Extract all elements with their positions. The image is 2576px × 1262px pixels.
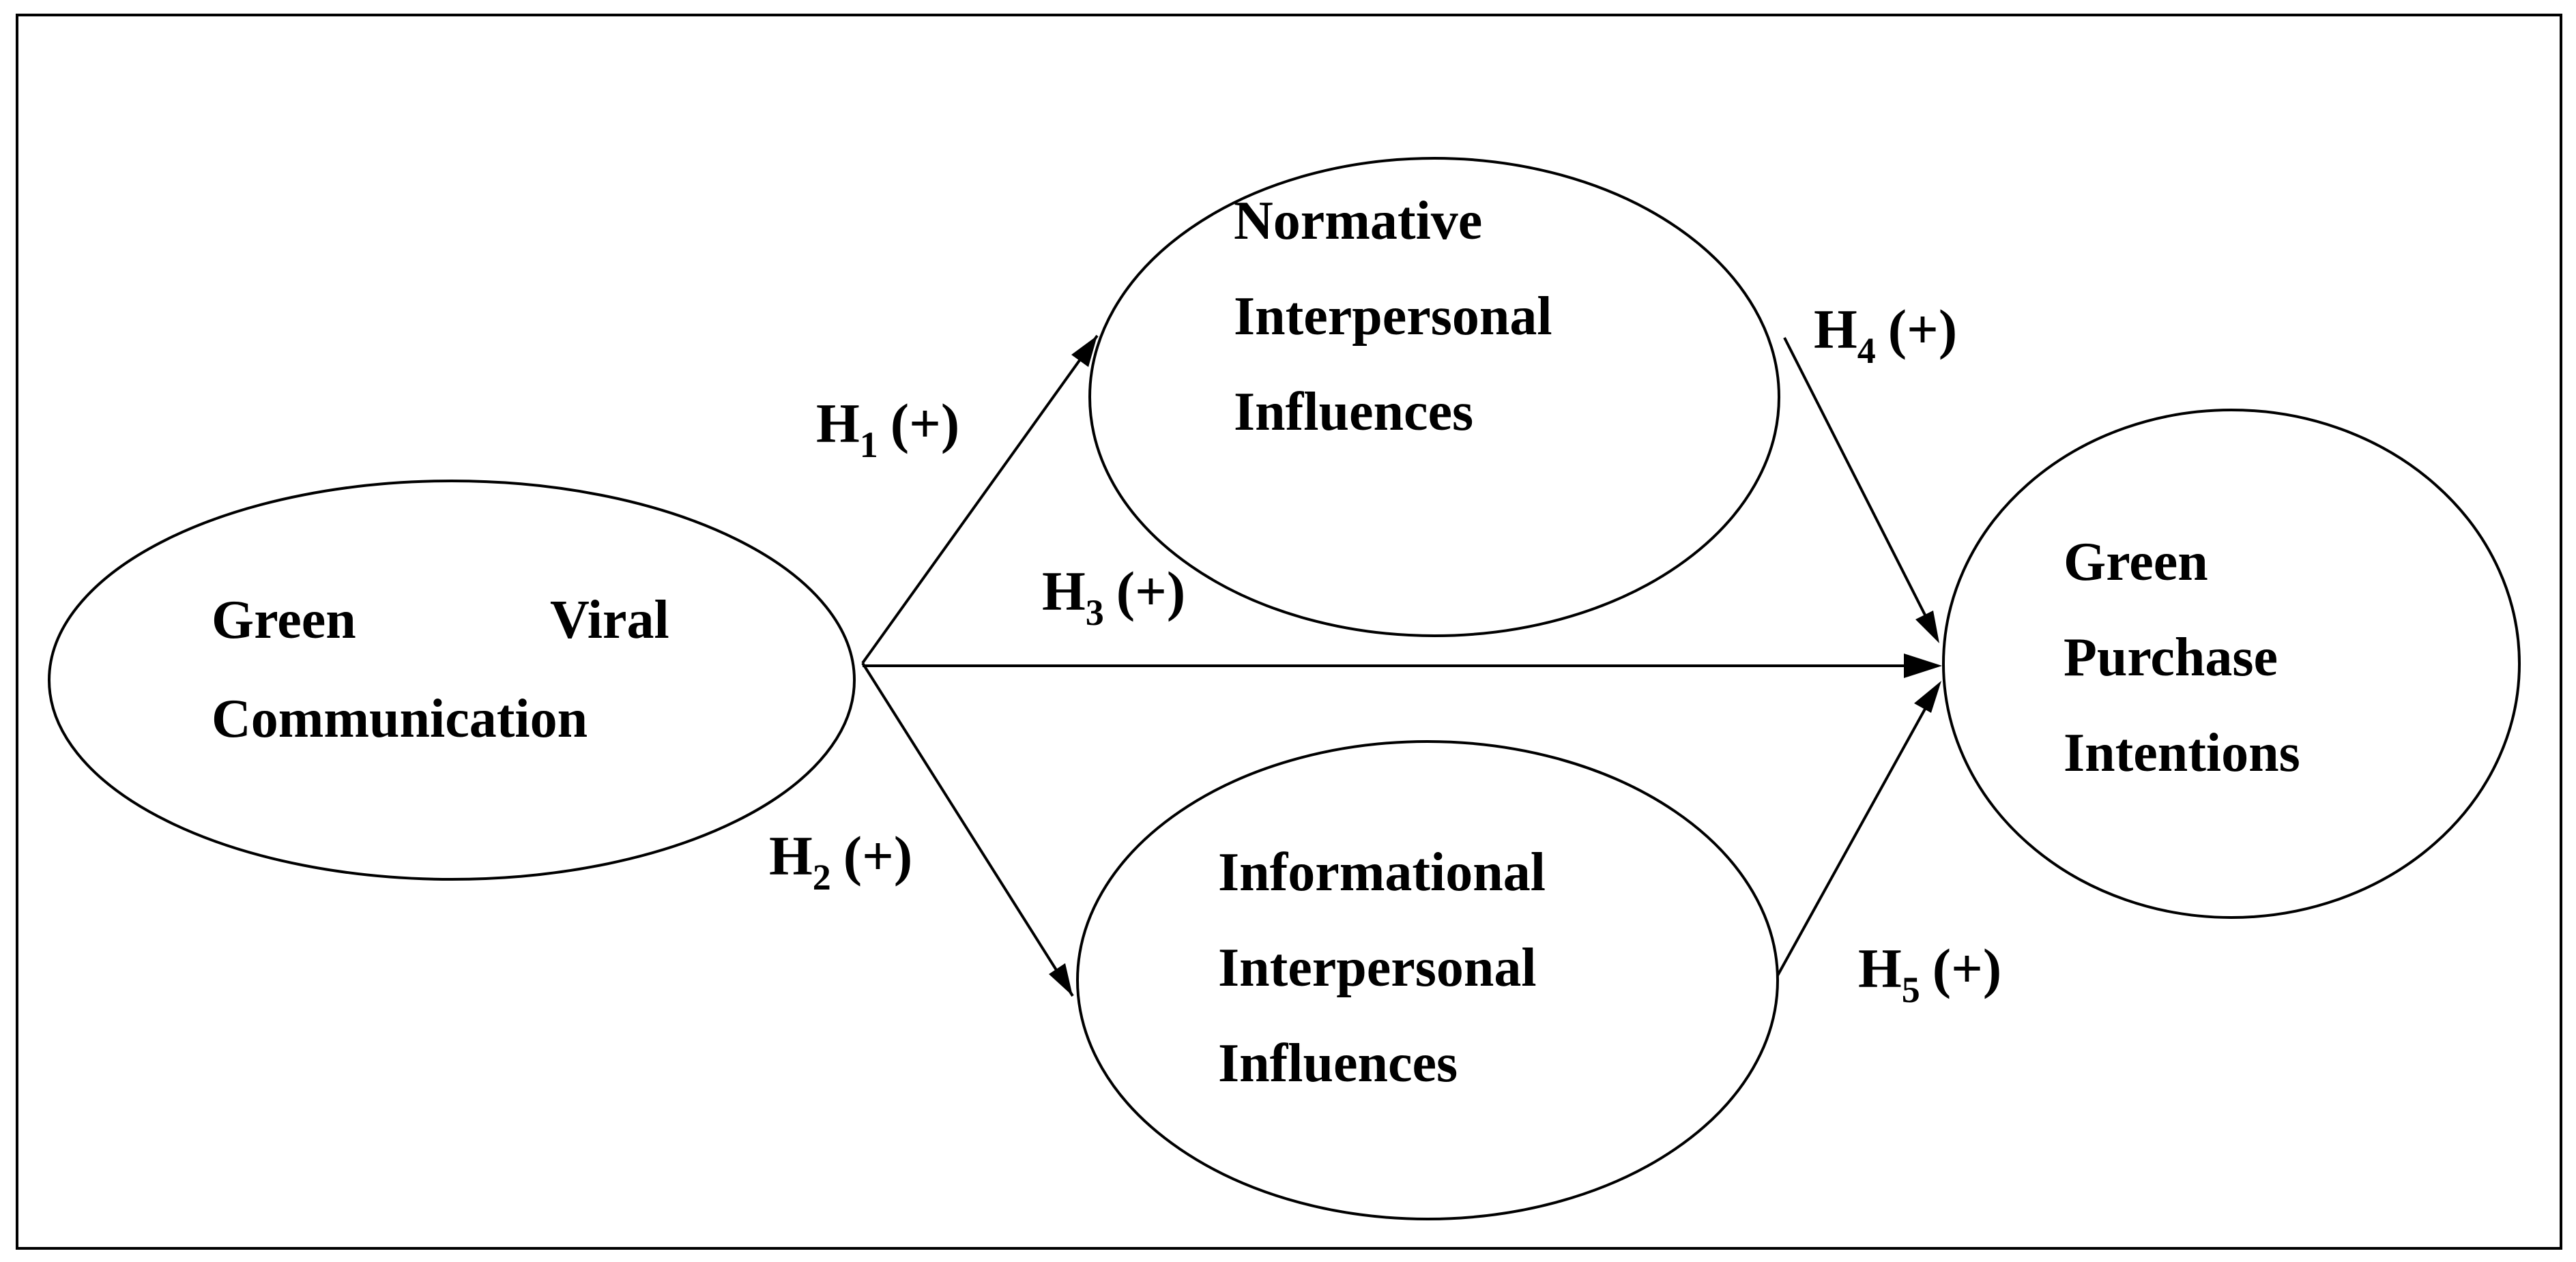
green-viral-communication-node xyxy=(48,480,856,881)
gpi-label-line2: Purchase xyxy=(2064,628,2278,688)
green-purchase-intentions-node xyxy=(1942,409,2521,919)
h5-arrow xyxy=(1776,685,1939,976)
h3-arrowhead xyxy=(1904,654,1942,678)
h2-arrow xyxy=(861,662,1074,997)
gvc-label-word1: Green xyxy=(212,590,356,650)
iii-label-line3: Influences xyxy=(1218,1033,1458,1094)
h3-label: H3 (+) xyxy=(1042,560,1185,633)
normative-interpersonal-influences-node xyxy=(1088,157,1780,637)
nii-label-line3: Influences xyxy=(1234,382,1473,442)
h5-label: H5 (+) xyxy=(1858,937,2001,1010)
gvc-label-word2: Viral xyxy=(550,590,669,650)
h4-arrowhead xyxy=(1915,611,1939,643)
h3-sign: (+) xyxy=(1116,560,1185,622)
h4-arrow xyxy=(1783,337,1938,639)
h1-sign: (+) xyxy=(891,392,959,454)
h2-subscript: 2 xyxy=(813,857,831,898)
h4-letter: H xyxy=(1814,298,1857,360)
gvc-label-line2: Communication xyxy=(212,689,588,749)
h1-letter: H xyxy=(816,392,860,454)
h2-arrowhead xyxy=(1049,963,1073,996)
informational-interpersonal-influences-node xyxy=(1076,740,1779,1220)
h4-subscript: 4 xyxy=(1857,330,1876,371)
h3-subscript: 3 xyxy=(1086,592,1104,633)
h2-label: H2 (+) xyxy=(769,825,912,898)
h4-sign: (+) xyxy=(1888,298,1957,360)
h5-letter: H xyxy=(1858,937,1902,999)
nii-label-line1: Normative xyxy=(1234,191,1482,251)
h1-subscript: 1 xyxy=(860,424,878,465)
h2-sign: (+) xyxy=(843,825,912,887)
h1-arrow xyxy=(861,334,1099,664)
h1-arrowhead xyxy=(1071,336,1097,367)
h5-sign: (+) xyxy=(1933,937,2001,999)
nii-label-line2: Interpersonal xyxy=(1234,287,1552,347)
gpi-label-line1: Green xyxy=(2064,532,2208,592)
h1-label: H1 (+) xyxy=(816,392,959,465)
gpi-label-line3: Intentions xyxy=(2064,723,2300,783)
diagram-frame xyxy=(16,14,2562,1250)
h4-label: H4 (+) xyxy=(1814,298,1957,371)
h2-letter: H xyxy=(769,825,813,887)
iii-label-line2: Interpersonal xyxy=(1218,938,1537,998)
h3-letter: H xyxy=(1042,560,1086,622)
h5-subscript: 5 xyxy=(1902,969,1920,1010)
h5-arrowhead xyxy=(1914,681,1941,713)
iii-label-line1: Informational xyxy=(1218,842,1546,903)
